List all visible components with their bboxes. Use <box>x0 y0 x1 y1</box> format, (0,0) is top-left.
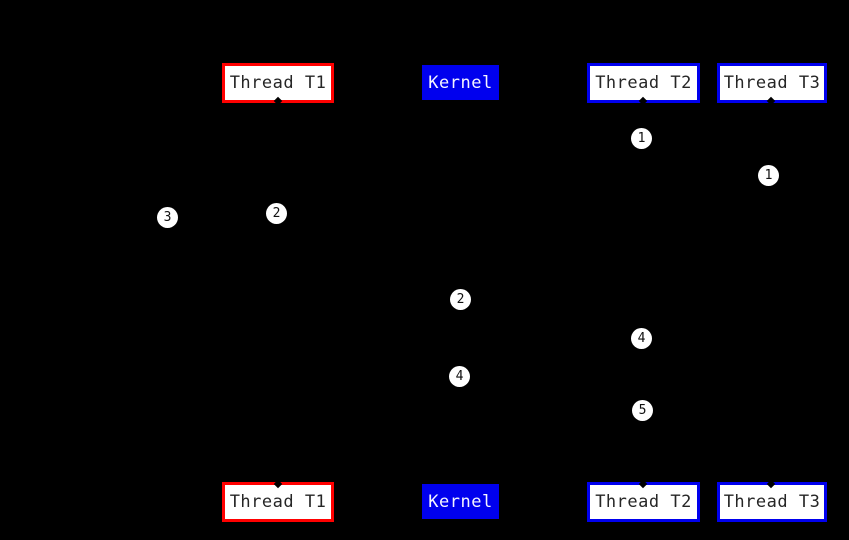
participant-label: Thread T2 <box>595 73 692 93</box>
participant-label: Kernel <box>428 72 493 93</box>
step-badge-5-t2: 5 <box>632 400 653 421</box>
participant-thread-t1-top: Thread T1 <box>222 63 334 103</box>
participant-label: Thread T3 <box>723 73 821 93</box>
participant-thread-t2-bottom: Thread T2 <box>587 482 700 522</box>
participant-label: Thread T3 <box>723 492 821 512</box>
participant-kernel-top: Kernel <box>422 65 499 100</box>
participant-label: Thread T1 <box>229 73 327 93</box>
step-badge-4-kernel: 4 <box>449 366 470 387</box>
step-badge-4-t2: 4 <box>631 328 652 349</box>
participant-thread-t3-bottom: Thread T3 <box>717 482 827 522</box>
participant-label: Thread T2 <box>595 492 692 512</box>
participant-thread-t3-top: Thread T3 <box>717 63 827 103</box>
step-badge-3-left: 3 <box>157 207 178 228</box>
step-badge-1-t2: 1 <box>631 128 652 149</box>
step-badge-1-t3: 1 <box>758 165 779 186</box>
step-badge-2-kernel: 2 <box>450 289 471 310</box>
participant-kernel-bottom: Kernel <box>422 484 499 519</box>
participant-label: Thread T1 <box>229 492 327 512</box>
participant-label: Kernel <box>428 491 493 512</box>
step-badge-2-t1: 2 <box>266 203 287 224</box>
